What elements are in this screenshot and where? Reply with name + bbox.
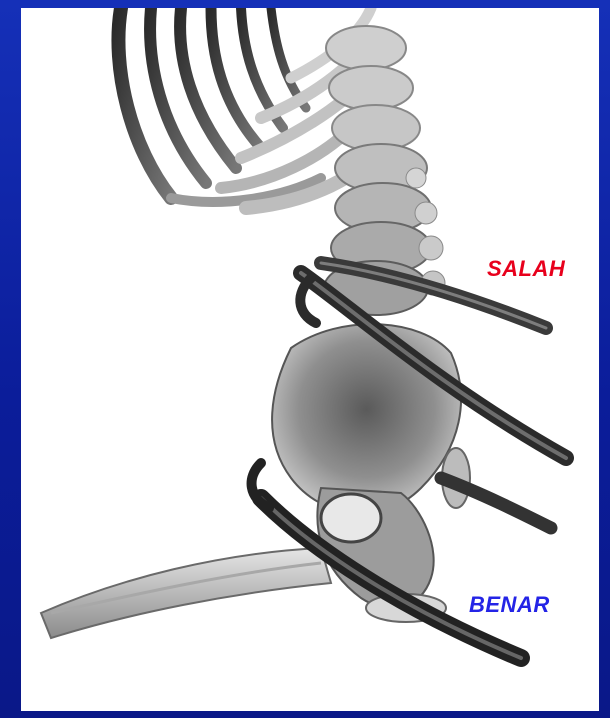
- label-right: BENAR: [469, 592, 550, 618]
- label-wrong: SALAH: [487, 256, 565, 282]
- illustration-frame: SALAH BENAR: [21, 8, 599, 711]
- femur: [41, 548, 331, 638]
